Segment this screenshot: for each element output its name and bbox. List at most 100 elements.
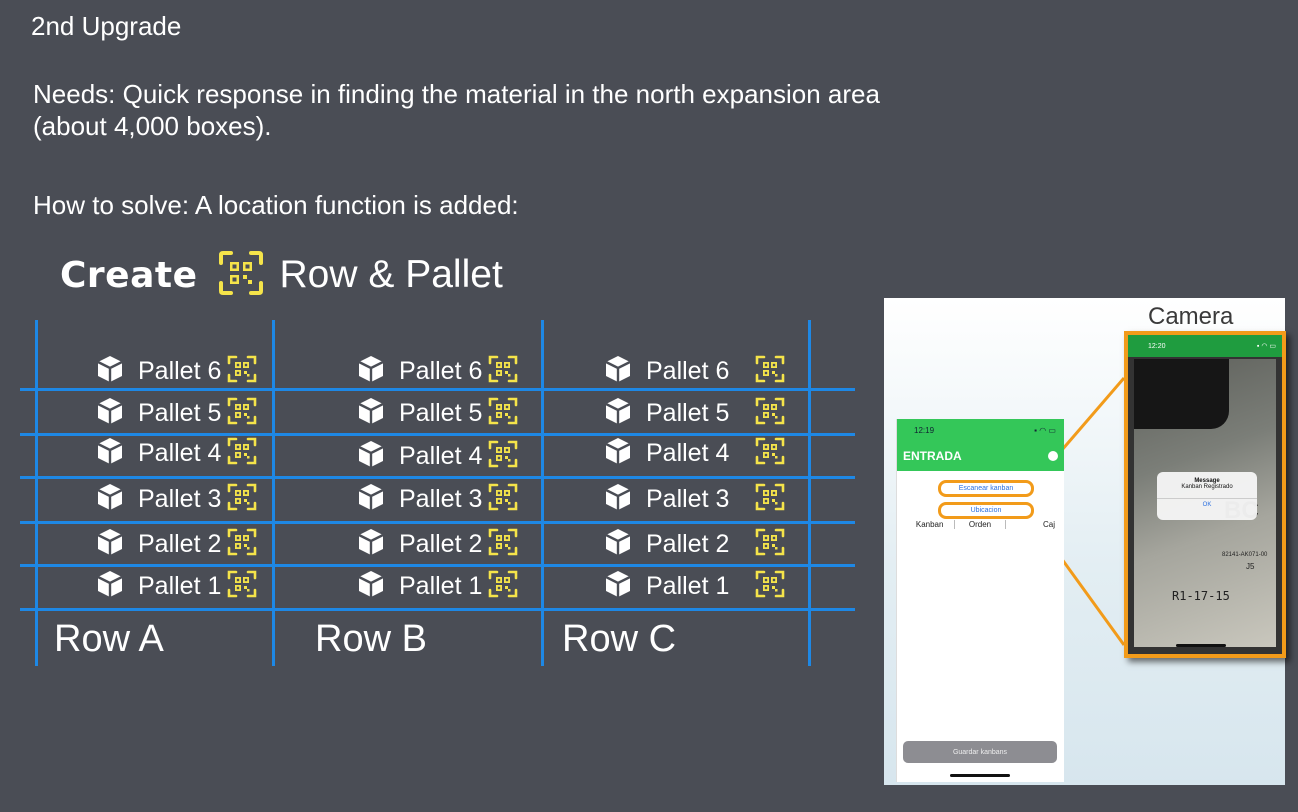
qr-code-icon xyxy=(488,439,518,474)
pallet-label: Pallet 5 xyxy=(399,398,483,427)
qr-code-icon xyxy=(755,396,785,431)
qr-code-icon xyxy=(488,396,518,431)
box-icon xyxy=(356,482,386,517)
part-code: J5 xyxy=(1246,562,1255,571)
row-pallet-label: Row & Pallet xyxy=(279,253,503,296)
box-icon xyxy=(603,482,633,517)
pallet-label: Pallet 6 xyxy=(399,356,483,385)
pallet-cell: Pallet 5 xyxy=(603,396,785,431)
pallet-label: Pallet 2 xyxy=(646,529,730,558)
pallet-label: Pallet 1 xyxy=(399,571,483,600)
app-phone: 12:19 ▪ ◠ ▭ ENTRADA Escanear kanban Ubic… xyxy=(896,419,1064,782)
box-icon xyxy=(95,436,125,471)
app-title: ENTRADA xyxy=(903,449,962,463)
qr-code-icon xyxy=(227,436,257,471)
grid-vline xyxy=(808,320,811,666)
box-icon xyxy=(95,354,125,389)
status-bar: 12:19 ▪ ◠ ▭ xyxy=(897,419,1064,441)
phone-in-view xyxy=(1134,359,1229,429)
signal-icon: ▪ ◠ ▭ xyxy=(1256,343,1276,350)
pallet-label: Pallet 6 xyxy=(646,356,730,385)
message-ok-button[interactable]: OK xyxy=(1157,498,1257,508)
camera-phone: 12:20 ▪ ◠ ▭ BC Message Kanban Registrado… xyxy=(1124,331,1286,658)
message-body: Kanban Registrado xyxy=(1181,484,1233,490)
box-icon xyxy=(356,527,386,562)
more-icon[interactable] xyxy=(1048,451,1058,461)
box-icon xyxy=(95,482,125,517)
grid-vline xyxy=(541,320,544,666)
pallet-cell: Pallet 1 xyxy=(603,570,785,601)
qr-code-icon xyxy=(227,482,257,517)
message-dialog: Message Kanban Registrado OK xyxy=(1157,472,1257,520)
pallet-cell: Pallet 3 xyxy=(356,482,518,517)
pallet-label: Pallet 5 xyxy=(646,398,730,427)
pallet-label: Pallet 4 xyxy=(138,438,222,467)
location-button[interactable]: Ubicacion xyxy=(938,502,1034,519)
pallet-cell: Pallet 2 xyxy=(603,527,785,562)
pallet-label: Pallet 4 xyxy=(399,441,483,470)
camera-status-bar: 12:20 ▪ ◠ ▭ xyxy=(1128,335,1282,357)
qr-code-icon xyxy=(227,396,257,431)
box-icon xyxy=(356,354,386,389)
app-bar: ENTRADA xyxy=(897,441,1064,471)
qr-code-icon xyxy=(488,354,518,389)
pallet-cell: Pallet 6 xyxy=(603,354,785,389)
qr-code-icon xyxy=(227,527,257,562)
box-icon xyxy=(603,354,633,389)
box-icon xyxy=(95,569,125,604)
pallet-label: Pallet 2 xyxy=(138,529,222,558)
status-time: 12:19 xyxy=(914,425,935,435)
slide-title: 2nd Upgrade xyxy=(31,11,182,41)
grid-vline xyxy=(272,320,275,666)
kanban-table-header: Kanban Orden Caj xyxy=(905,520,1055,529)
row-label: Row A xyxy=(54,618,164,660)
create-label: Create xyxy=(60,254,198,296)
pallet-label: Pallet 4 xyxy=(646,438,730,467)
home-indicator xyxy=(950,774,1010,777)
qr-code-icon xyxy=(488,482,518,517)
message-title: Message xyxy=(1194,478,1220,484)
box-icon xyxy=(95,527,125,562)
home-indicator xyxy=(1176,644,1226,647)
grid-hline xyxy=(20,433,855,436)
qr-code-icon xyxy=(755,482,785,517)
pallet-label: Pallet 5 xyxy=(138,398,222,427)
box-icon xyxy=(603,436,633,471)
pallet-cell: Pallet 6 xyxy=(95,354,257,389)
pallet-label: Pallet 3 xyxy=(646,484,730,513)
pallet-label: Pallet 3 xyxy=(138,484,222,513)
grid-hline xyxy=(20,521,855,524)
pallet-cell: Pallet 3 xyxy=(95,482,257,517)
create-row-pallet-heading: Create Row & Pallet xyxy=(60,250,503,300)
qr-code-icon xyxy=(227,569,257,604)
camera-time: 12:20 xyxy=(1148,342,1166,350)
col-kanban: Kanban xyxy=(905,520,956,529)
part-number: 82141-AK071-00 xyxy=(1222,552,1268,558)
box-icon xyxy=(356,569,386,604)
qr-code-icon xyxy=(488,569,518,604)
scan-kanban-button[interactable]: Escanear kanban xyxy=(938,480,1034,497)
box-icon xyxy=(356,439,386,474)
grid-hline xyxy=(20,388,855,391)
pallet-cell: Pallet 2 xyxy=(356,527,518,562)
pallet-cell: Pallet 5 xyxy=(95,396,257,431)
pallet-cell: Pallet 4 xyxy=(603,436,785,471)
pallet-label: Pallet 1 xyxy=(646,571,730,600)
grid-hline xyxy=(20,476,855,479)
pallet-cell: Pallet 4 xyxy=(356,439,518,474)
qr-code-icon xyxy=(227,354,257,389)
pallet-cell: Pallet 3 xyxy=(603,482,785,517)
qr-code-icon xyxy=(488,527,518,562)
box-icon xyxy=(603,527,633,562)
save-kanbans-button[interactable]: Guardar kanbans xyxy=(903,741,1057,763)
row-label: Row B xyxy=(315,618,427,660)
pallet-label: Pallet 2 xyxy=(399,529,483,558)
camera-view[interactable]: BC Message Kanban Registrado OK 82141-AK… xyxy=(1134,359,1276,647)
pallet-cell: Pallet 6 xyxy=(356,354,518,389)
needs-text: Needs: Quick response in finding the mat… xyxy=(33,79,880,141)
pallet-cell: Pallet 1 xyxy=(356,569,518,604)
camera-label: Camera xyxy=(1148,303,1234,330)
signal-icon: ▪ ◠ ▭ xyxy=(1034,425,1056,435)
pallet-cell: Pallet 1 xyxy=(95,569,257,604)
